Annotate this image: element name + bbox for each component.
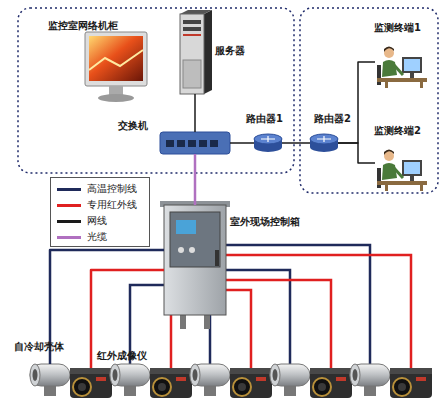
node-label: 监测终端1 [374, 22, 421, 34]
node-label: 红外成像仪 [97, 350, 147, 362]
legend-box: 高温控制线专用红外线网线光缆 [50, 177, 150, 247]
terminal-group [300, 8, 438, 193]
legend-label: 网线 [87, 215, 107, 227]
switch-port [177, 140, 185, 147]
legend-entry: 专用红外线 [51, 197, 149, 213]
switch-illustration [160, 132, 230, 154]
switch-port [188, 140, 196, 147]
drive-bay [183, 20, 201, 24]
control-wire [226, 245, 370, 364]
router-node: 路由器2 [310, 133, 338, 153]
camera-pair-2 [110, 364, 192, 398]
screen-glow [89, 50, 143, 70]
router-node: 路由器1 [254, 133, 282, 153]
box-display [176, 220, 196, 234]
infrared-wire [226, 290, 251, 368]
legend-label: 光缆 [87, 231, 107, 243]
legend-swatch [57, 220, 81, 223]
monitor-stand [109, 86, 123, 95]
terminal-node: 监测终端1 [375, 35, 430, 90]
server-side [204, 10, 212, 94]
server-node: 服务器 [180, 14, 210, 94]
terminal-1-symbol [377, 47, 427, 89]
network-cable [338, 62, 375, 143]
monitor-node: 监控室网络机柜 [85, 32, 147, 102]
legend-swatch [57, 204, 81, 207]
camera-pair-1 [30, 364, 112, 398]
legend-label: 高温控制线 [87, 183, 137, 195]
camera-pair-3 [190, 364, 272, 398]
server-top [180, 10, 212, 14]
node-label: 室外现场控制箱 [230, 216, 300, 228]
box-leg [204, 315, 210, 329]
housing-node: 自冷却壳体 [30, 364, 70, 386]
infrared-wire [170, 315, 173, 368]
node-label: 路由器1 [246, 113, 283, 125]
legend-label: 专用红外线 [87, 199, 137, 211]
legend-entry: 网线 [51, 213, 149, 229]
node-label: 交换机 [118, 120, 148, 132]
switch-port [166, 140, 174, 147]
control-box-node: 室外现场控制箱 [164, 205, 226, 315]
infrared-wire [226, 255, 411, 368]
box-knob [189, 247, 195, 253]
infrared-wire [91, 270, 164, 368]
router-2-symbol [310, 134, 338, 152]
switch-node: 交换机 [160, 132, 230, 154]
monitor-base [98, 94, 134, 102]
terminal-2-symbol [377, 150, 427, 192]
control-wire [50, 250, 164, 364]
control-room-group [18, 8, 294, 173]
legend-swatch [57, 188, 81, 191]
node-label: 路由器2 [314, 113, 351, 125]
legend-entry: 高温控制线 [51, 181, 149, 197]
node-label: 监控室网络机柜 [48, 20, 118, 32]
camera-pair-4 [270, 364, 352, 398]
server-vent [183, 60, 201, 88]
infrared-wire [226, 280, 331, 368]
node-label: 服务器 [215, 45, 245, 57]
switch-body [160, 132, 230, 154]
node-label: 监测终端2 [374, 125, 421, 137]
network-cable [338, 143, 375, 163]
router-1-symbol [254, 134, 282, 152]
fiber-cable [194, 154, 197, 205]
box-knob [178, 247, 184, 253]
drive-bay [183, 27, 201, 31]
monitor-bezel [85, 32, 147, 86]
camera-pair-5 [350, 364, 432, 398]
server-stripe [183, 34, 201, 36]
box-handle [215, 250, 219, 266]
control-wire [226, 270, 290, 364]
monitor-illustration [85, 32, 147, 102]
node-label: 自冷却壳体 [14, 341, 64, 353]
server-front [180, 14, 204, 94]
box-body [164, 205, 226, 315]
switch-port [210, 140, 218, 147]
server-illustration [180, 10, 212, 94]
monitor-screen [89, 36, 143, 81]
legend-entry: 光缆 [51, 229, 149, 245]
legend-swatch [57, 236, 81, 239]
box-panel [170, 212, 220, 267]
network-cable [282, 142, 310, 144]
terminal-node: 监测终端2 [375, 138, 430, 188]
control-box-illustration [160, 201, 230, 329]
box-leg [180, 315, 186, 329]
switch-port [199, 140, 207, 147]
imager-node: 红外成像仪 [70, 368, 112, 398]
network-cable [194, 94, 196, 132]
network-cable [230, 142, 254, 144]
